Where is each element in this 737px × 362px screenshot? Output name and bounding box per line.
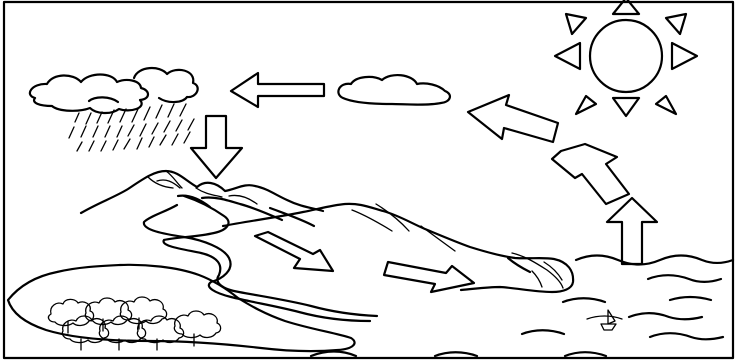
sun [555,0,697,116]
island [223,204,573,292]
diagram-border [4,2,733,358]
sailboat [601,310,616,330]
sea [311,256,733,357]
foreground-land [8,265,355,351]
cloud [338,75,450,105]
mountain [81,171,323,226]
arrow-evaporation [607,198,657,264]
river [144,196,377,321]
arrow-precipitation [191,116,242,178]
arrow-condensation [468,95,558,142]
arrow-runoff-right [384,262,474,292]
arrow-rising [552,144,629,204]
arrow-runoff-left [255,232,333,271]
arrow-cloud-movement [231,73,324,107]
